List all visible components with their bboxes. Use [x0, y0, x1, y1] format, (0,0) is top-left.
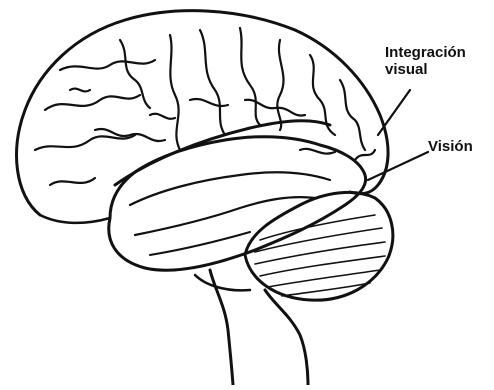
- pons: [195, 275, 250, 290]
- cerebrum-outline: [17, 11, 388, 215]
- leader-line-integracion: [378, 90, 410, 135]
- label-integracion-line2: visual: [385, 61, 466, 78]
- temporal-gyrus: [150, 232, 250, 255]
- cerebral-sulci: [35, 28, 375, 185]
- cerebellum-folia: [255, 215, 385, 296]
- leader-line-vision: [368, 152, 428, 180]
- frontal-lower-edge: [40, 215, 110, 223]
- temporal-gyrus: [130, 172, 330, 205]
- label-integracion-visual: Integración visual: [385, 44, 466, 78]
- brain-stem: [265, 290, 308, 385]
- temporal-gyrus: [135, 197, 315, 235]
- label-integracion-line1: Integración: [385, 44, 466, 61]
- label-vision: Visión: [428, 138, 473, 155]
